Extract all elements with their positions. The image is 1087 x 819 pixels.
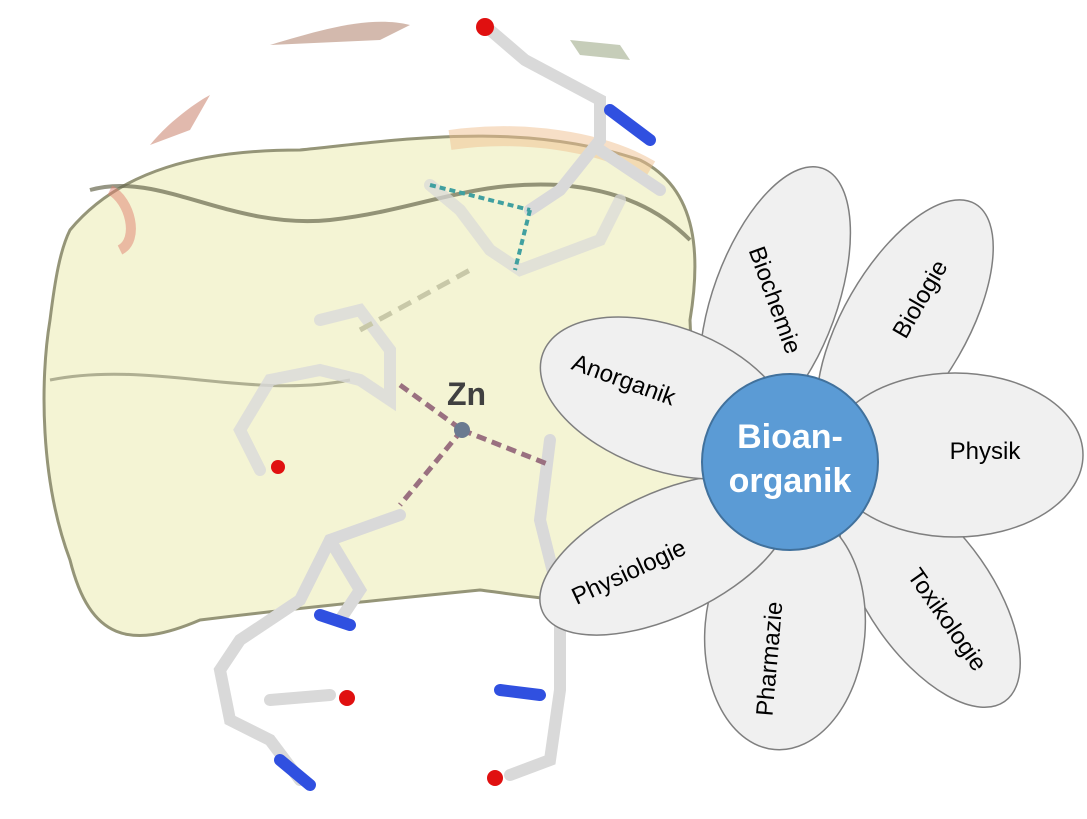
center-label-line1: Bioan- xyxy=(737,418,843,456)
amino-acid-sticks: Zn xyxy=(213,18,666,791)
center-circle xyxy=(701,373,879,551)
petal-biologie: Biologie xyxy=(816,199,994,451)
zinc-label: Zn xyxy=(447,376,486,412)
center-label-line2: organik xyxy=(729,462,852,500)
petal-toxikologie: Toxikologie xyxy=(839,481,1021,709)
zinc-atom xyxy=(454,422,470,438)
flower-diagram: Biochemie Biologie Toxikologie Pharmazie… xyxy=(539,165,1084,751)
svg-text:Physik: Physik xyxy=(950,438,1022,465)
